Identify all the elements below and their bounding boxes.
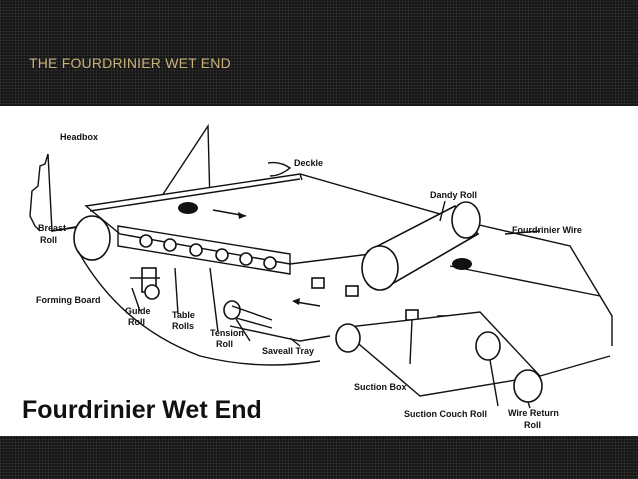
slide-title: THE FOURDRINIER WET END: [29, 55, 231, 71]
label-fourdrinier-wire: Fourdrinier Wire: [512, 225, 582, 235]
leader-lines: [131, 161, 541, 409]
diagram-panel: Headbox Deckle Dandy Roll Fourdrinier Wi…: [0, 106, 638, 436]
fourdrinier-wire: [449, 223, 613, 377]
tension-roll: [223, 300, 273, 329]
label-guide-roll-line1: Guide: [125, 306, 151, 316]
fourdrinier-diagram: Headbox Deckle Dandy Roll Fourdrinier Wi…: [29, 123, 613, 430]
label-wire-return-roll-line1: Wire Return: [508, 408, 559, 418]
label-tension-roll-line1: Tension: [210, 328, 244, 338]
label-forming-board: Forming Board: [36, 295, 101, 305]
guide-roll: [130, 267, 160, 300]
label-dandy-roll: Dandy Roll: [430, 190, 477, 200]
label-table-rolls-line2: Rolls: [172, 321, 194, 331]
label-saveall-tray: Saveall Tray: [262, 346, 314, 356]
label-deckle: Deckle: [294, 158, 323, 168]
wire-return-roll: [513, 369, 543, 403]
breast-roll: [73, 215, 321, 366]
flow-arrows: [212, 209, 321, 307]
saveall-tray: [229, 325, 331, 342]
label-headbox: Headbox: [60, 132, 98, 142]
label-breast-roll-line1: Breast: [38, 223, 66, 233]
suction-couch-roll: [335, 311, 542, 397]
label-tension-roll-line2: Roll: [216, 339, 233, 349]
label-suction-box: Suction Box: [354, 382, 407, 392]
diagram-caption: Fourdrinier Wet End: [22, 396, 262, 424]
table-rolls: [117, 225, 291, 275]
pulp-mark: [178, 202, 472, 270]
label-breast-roll-line2: Roll: [40, 235, 57, 245]
label-wire-return-roll-line2: Roll: [524, 420, 541, 430]
label-guide-roll-line2: Roll: [128, 317, 145, 327]
label-table-rolls-line1: Table: [172, 310, 195, 320]
dandy-roll: [361, 201, 481, 291]
label-suction-couch-roll: Suction Couch Roll: [404, 409, 487, 419]
